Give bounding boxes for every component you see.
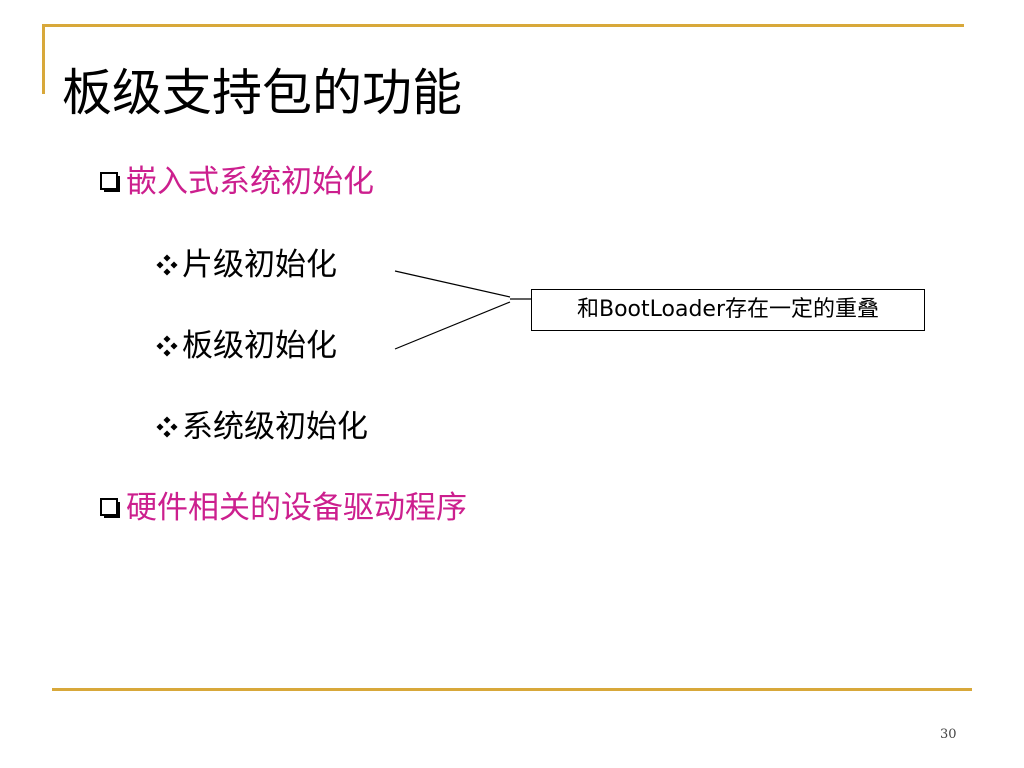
sub-bullet-label: 板级初始化	[182, 328, 337, 364]
page-number: 30	[940, 727, 957, 742]
slide-title: 板级支持包的功能	[62, 64, 462, 122]
sub-bullet-chip-init: 片级初始化	[156, 243, 337, 287]
connector-line-bottom	[394, 301, 511, 350]
square-bullet-icon	[100, 498, 120, 518]
diamond-bullet-icon	[156, 416, 178, 438]
bullet-label: 嵌入式系统初始化	[126, 164, 374, 200]
bullet-embedded-init: 嵌入式系统初始化	[100, 160, 374, 204]
frame-bottom-line	[52, 688, 972, 691]
sub-bullet-board-init: 板级初始化	[156, 324, 337, 368]
callout-box: 和BootLoader存在一定的重叠	[531, 289, 925, 331]
diamond-bullet-icon	[156, 254, 178, 276]
frame-left-line	[42, 24, 45, 94]
sub-bullet-label: 片级初始化	[182, 247, 337, 283]
frame-top-line	[42, 24, 964, 27]
connector-line-top	[394, 270, 511, 298]
bullet-label: 硬件相关的设备驱动程序	[126, 490, 467, 526]
bullet-device-drivers: 硬件相关的设备驱动程序	[100, 486, 467, 530]
sub-bullet-label: 系统级初始化	[182, 409, 368, 445]
diamond-bullet-icon	[156, 335, 178, 357]
sub-bullet-system-init: 系统级初始化	[156, 405, 368, 449]
square-bullet-icon	[100, 172, 120, 192]
